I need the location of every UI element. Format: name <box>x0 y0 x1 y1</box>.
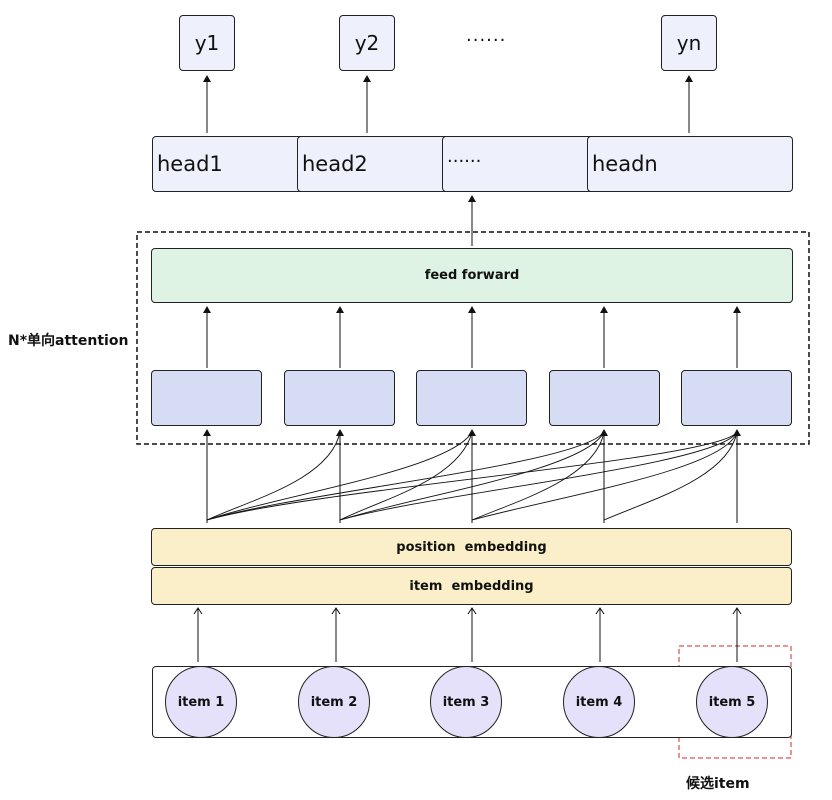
item-2: item 2 <box>298 666 370 738</box>
item-4: item 4 <box>563 666 635 738</box>
item-5-label: item 5 <box>708 694 756 710</box>
curve-3-4 <box>471 431 605 521</box>
head-2: head2 <box>297 136 459 192</box>
feed-forward: feed forward <box>151 248 793 303</box>
attention-block-label: N*单向attention <box>8 333 129 349</box>
curve-1-5 <box>206 431 738 521</box>
attention-block-frame <box>136 231 810 445</box>
candidate-label: 候选item <box>686 776 750 792</box>
item-2-label: item 2 <box>310 694 358 710</box>
head-n: headn <box>587 136 793 192</box>
output-y1: y1 <box>179 15 235 71</box>
curve-1-4 <box>206 431 605 521</box>
output-yn-label: yn <box>676 31 702 55</box>
attention-box-2 <box>284 370 395 426</box>
feed-forward-label: feed forward <box>424 268 520 283</box>
attention-curves <box>206 431 738 521</box>
head-1: head1 <box>152 136 314 192</box>
curve-2-5 <box>339 431 738 521</box>
head-ellipsis-label: ······ <box>447 151 482 172</box>
output-yn: yn <box>661 15 717 71</box>
item-4-label: item 4 <box>575 694 623 710</box>
attention-box-4 <box>549 370 660 426</box>
position-embedding-label: position embedding <box>396 539 547 555</box>
output-y1-label: y1 <box>194 31 220 55</box>
position-embedding: position embedding <box>151 528 792 566</box>
curve-3-5 <box>471 431 738 521</box>
item-3: item 3 <box>430 666 502 738</box>
item-embedding: item embedding <box>151 567 792 605</box>
curve-1-2 <box>206 431 341 521</box>
head-n-label: headn <box>592 152 658 176</box>
curve-4-5 <box>603 431 738 521</box>
outputs-ellipsis: ······ <box>466 30 507 51</box>
item-3-label: item 3 <box>442 694 490 710</box>
attention-box-1 <box>151 370 262 426</box>
curve-2-3 <box>339 431 473 521</box>
head-1-label: head1 <box>157 152 223 176</box>
item-5: item 5 <box>696 666 768 738</box>
head-ellipsis: ······ <box>442 136 604 192</box>
attention-box-3 <box>416 370 527 426</box>
item-1: item 1 <box>165 666 237 738</box>
output-y2-label: y2 <box>354 31 380 55</box>
attention-box-5 <box>681 370 792 426</box>
item-1-label: item 1 <box>177 694 225 710</box>
output-y2: y2 <box>339 15 395 71</box>
curve-2-4 <box>339 431 605 521</box>
head-2-label: head2 <box>302 152 368 176</box>
item-embedding-label: item embedding <box>409 578 534 594</box>
curve-1-3 <box>206 431 473 521</box>
